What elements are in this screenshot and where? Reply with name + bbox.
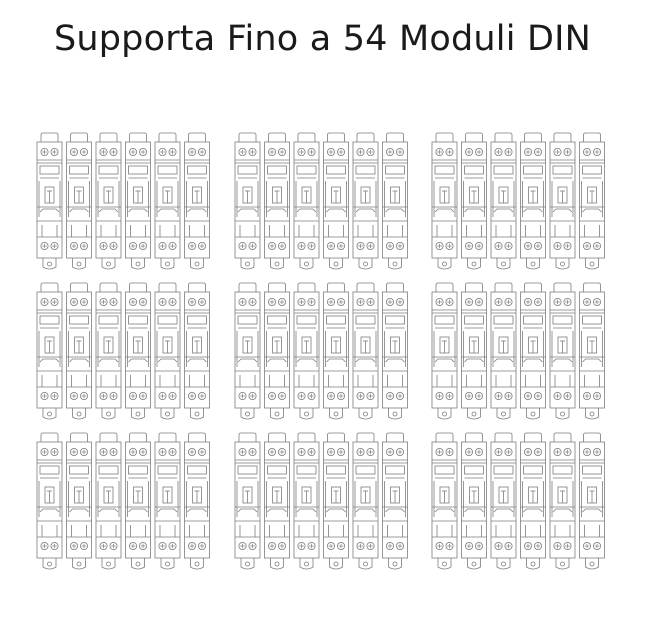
din-module-icon xyxy=(184,132,210,270)
din-module-icon xyxy=(184,282,210,420)
din-module-icon xyxy=(461,282,487,420)
din-module-icon xyxy=(125,432,151,570)
din-module-icon xyxy=(264,282,290,420)
din-module-icon xyxy=(352,432,379,570)
din-module-icon xyxy=(520,282,546,420)
din-module-icon xyxy=(125,132,151,270)
din-module-icon xyxy=(234,132,261,270)
din-module-icon xyxy=(234,282,261,420)
din-module-icon xyxy=(490,282,517,420)
din-module-icon xyxy=(323,432,349,570)
din-module-icon xyxy=(382,432,408,570)
din-module-icon xyxy=(125,282,151,420)
din-module-icon xyxy=(323,132,349,270)
din-module-icon xyxy=(184,432,210,570)
page-title: Supporta Fino a 54 Moduli DIN xyxy=(53,19,592,59)
din-module-icon xyxy=(234,432,261,570)
din-module-icon xyxy=(264,432,290,570)
din-module-icon xyxy=(579,432,605,570)
din-module-icon xyxy=(36,282,63,420)
din-module-icon xyxy=(549,282,576,420)
din-module-icon xyxy=(579,282,605,420)
din-module-icon xyxy=(549,132,576,270)
din-module-icon xyxy=(95,132,122,270)
din-module-icon xyxy=(352,282,379,420)
din-module-icon xyxy=(293,132,320,270)
din-module-icon xyxy=(264,132,290,270)
din-module-icon xyxy=(431,282,458,420)
din-module-icon xyxy=(490,432,517,570)
din-module-icon xyxy=(520,432,546,570)
din-module-icon xyxy=(36,132,63,270)
din-module-icon xyxy=(154,132,181,270)
din-module-icon xyxy=(323,282,349,420)
din-module-icon xyxy=(382,132,408,270)
din-module-icon xyxy=(66,132,92,270)
din-module-icon xyxy=(520,132,546,270)
din-module-icon xyxy=(66,282,92,420)
din-module-icon xyxy=(66,432,92,570)
din-module-icon xyxy=(154,432,181,570)
din-module-icon xyxy=(293,432,320,570)
din-module-icon xyxy=(95,432,122,570)
din-module-icon xyxy=(36,432,63,570)
din-module-icon xyxy=(352,132,379,270)
din-module-icon xyxy=(549,432,576,570)
din-module-icon xyxy=(382,282,408,420)
din-module-icon xyxy=(431,432,458,570)
din-module-icon xyxy=(154,282,181,420)
din-module-icon xyxy=(431,132,458,270)
din-module-icon xyxy=(461,432,487,570)
din-module-icon xyxy=(490,132,517,270)
din-module-icon xyxy=(579,132,605,270)
din-module-icon xyxy=(95,282,122,420)
din-module-icon xyxy=(461,132,487,270)
din-module-icon xyxy=(293,282,320,420)
